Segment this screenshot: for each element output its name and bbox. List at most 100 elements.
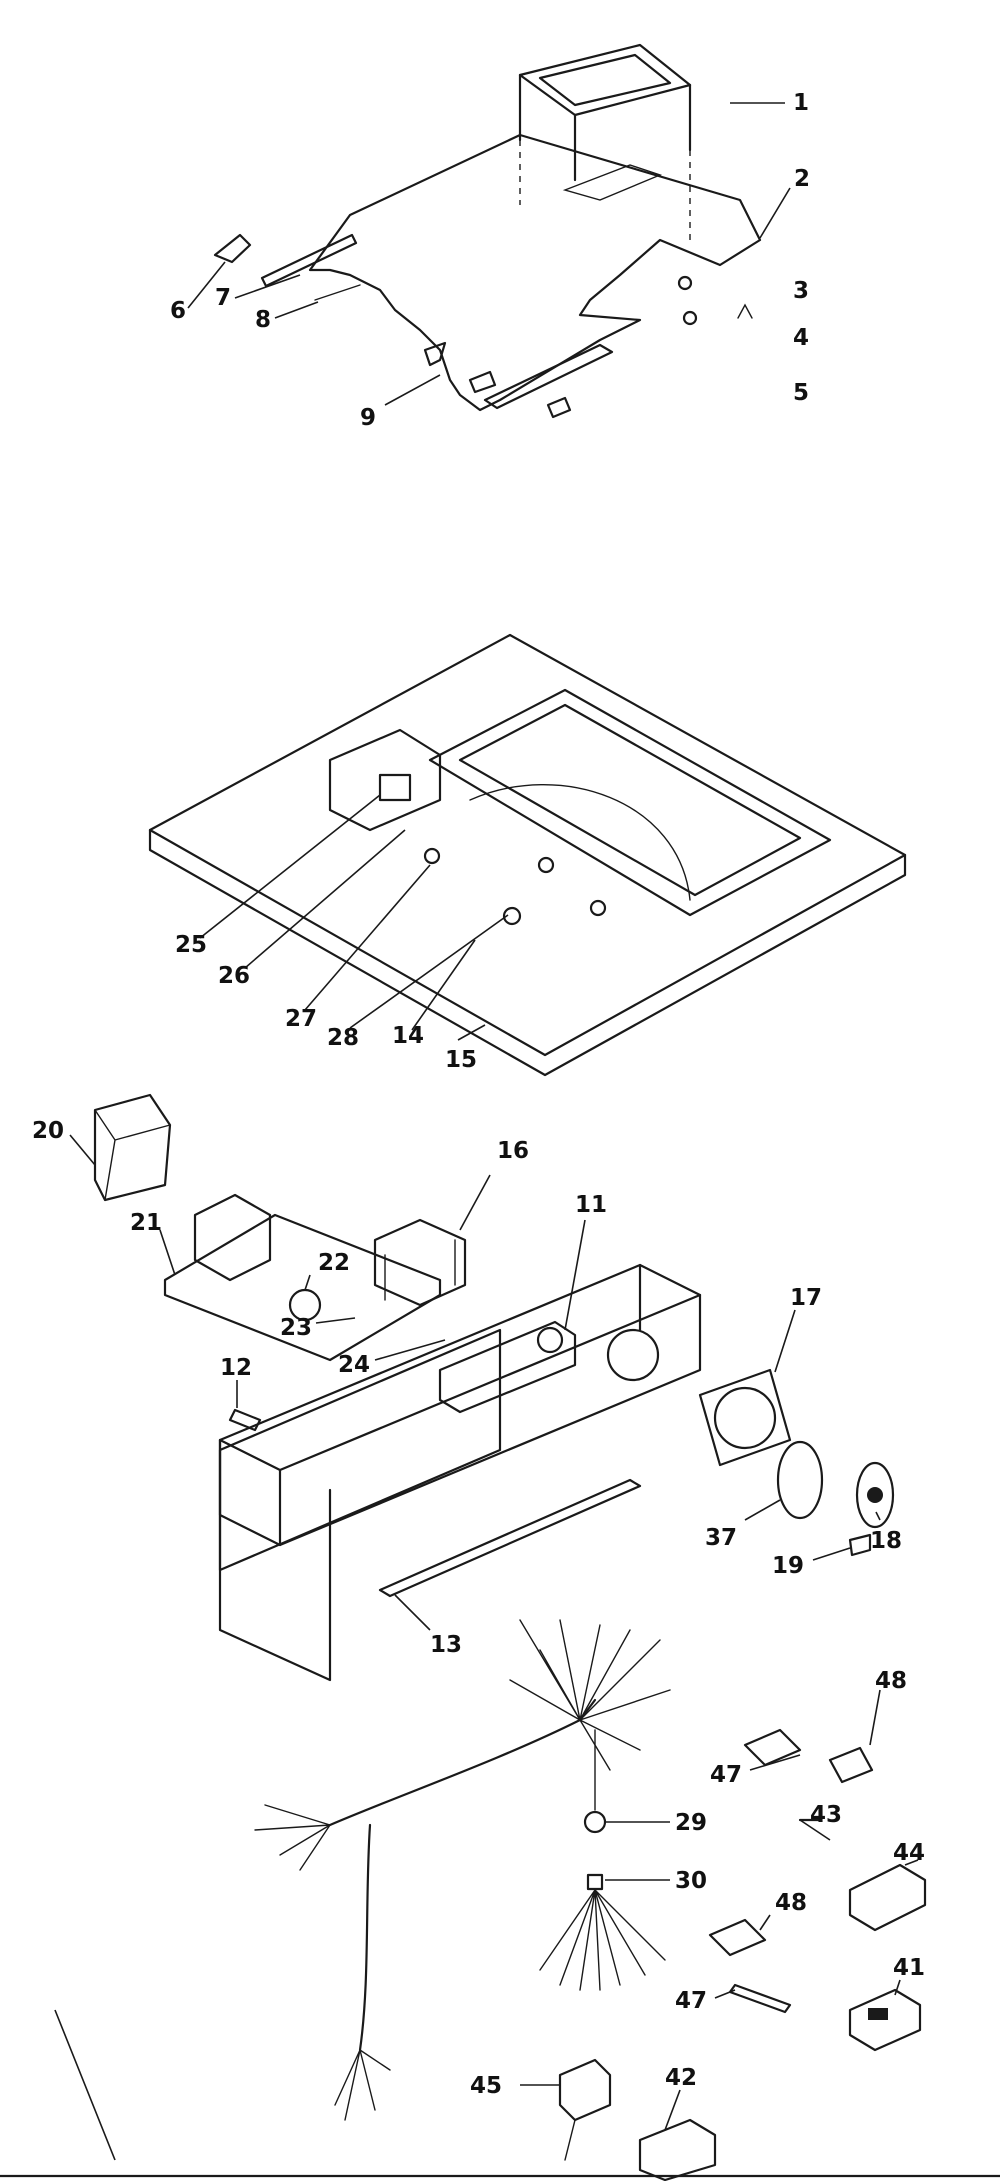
callout-48-lower: 48 [759,1890,807,1931]
part-3-4-hardware [677,275,753,326]
callout-30: 30 [605,1868,707,1894]
callout-24: 24 [338,1339,446,1378]
svg-text:15: 15 [445,1047,477,1073]
callout-41: 41 [893,1955,925,1996]
callout-13: 13 [394,1594,462,1658]
callout-21: 21 [130,1210,176,1276]
svg-text:18: 18 [870,1528,902,1554]
svg-text:29: 29 [675,1810,707,1836]
svg-text:12: 12 [220,1355,252,1381]
svg-text:1: 1 [793,90,809,116]
svg-text:17: 17 [790,1285,822,1311]
callout-7: 7 [215,274,301,311]
callout-3: 3 [793,278,809,304]
svg-text:2: 2 [794,166,810,192]
callout-4: 4 [793,325,809,351]
part-25-control-housing [328,728,442,832]
svg-text:14: 14 [392,1023,424,1049]
callout-44: 44 [893,1840,925,1866]
part-1-cup-dispenser [518,43,692,240]
part-44-switch [848,1863,927,1932]
callout-25: 25 [175,794,381,958]
callout-29: 29 [605,1810,707,1836]
callout-17: 17 [774,1285,822,1373]
callout-5: 5 [793,380,809,406]
part-15-top-cover [148,633,907,1077]
svg-text:48: 48 [775,1890,807,1916]
part-20-cover-box [93,1093,172,1202]
svg-text:37: 37 [705,1525,737,1551]
svg-text:28: 28 [327,1025,359,1051]
part-5-bar [483,343,614,419]
part-47-terminal [728,1983,792,2014]
callout-2: 2 [759,166,810,239]
svg-text:21: 21 [130,1210,162,1236]
callout-20: 20 [32,1118,96,1166]
callout-48: 48 [869,1668,907,1746]
callout-47-lower: 47 [675,1988,736,2014]
svg-text:43: 43 [810,1802,842,1828]
svg-text:9: 9 [360,405,376,431]
callout-18: 18 [870,1511,902,1554]
scan-edge-lines [0,2009,1000,2178]
callout-22: 22 [304,1250,350,1291]
svg-text:25: 25 [175,932,207,958]
svg-text:11: 11 [575,1192,607,1218]
svg-text:47: 47 [710,1762,742,1788]
svg-text:20: 20 [32,1118,64,1144]
svg-text:44: 44 [893,1840,925,1866]
svg-text:47: 47 [675,1988,707,2014]
callout-37: 37 [705,1499,781,1551]
callout-8: 8 [255,301,319,333]
svg-text:24: 24 [338,1352,370,1378]
callout-16: 16 [459,1138,529,1231]
svg-text:6: 6 [170,298,186,324]
callout-12: 12 [220,1355,252,1408]
callout-9: 9 [360,374,441,431]
part-13-front-panel [218,1328,642,1682]
svg-text:19: 19 [772,1553,804,1579]
svg-text:8: 8 [255,307,271,333]
callout-1: 1 [730,90,809,116]
callout-27: 27 [285,864,431,1032]
part-12-screw [228,1408,262,1432]
svg-text:7: 7 [215,285,231,311]
callout-15: 15 [445,1024,486,1073]
svg-text:26: 26 [218,963,250,989]
svg-text:13: 13 [430,1632,462,1658]
part-2-top-plate [308,133,762,412]
svg-text:16: 16 [497,1138,529,1164]
svg-text:27: 27 [285,1006,317,1032]
callout-6: 6 [170,261,226,324]
part-42-box [638,2118,717,2181]
callout-23: 23 [280,1315,356,1341]
callout-28: 28 [327,914,509,1051]
callout-42: 42 [664,2065,697,2131]
callout-47: 47 [710,1754,801,1788]
callout-45: 45 [470,2073,560,2099]
part-11-cabinet-shell [218,1263,702,1547]
svg-text:30: 30 [675,1868,707,1894]
parts-43-48-connectors [708,1728,874,1957]
part-8-spring [314,284,361,301]
svg-text:41: 41 [893,1955,925,1981]
parts-14-26-28-knobs [423,847,607,926]
parts-17-37-18-motor [698,1368,895,1557]
callout-14: 14 [392,939,476,1049]
callout-43: 43 [799,1802,842,1841]
svg-text:48: 48 [875,1668,907,1694]
part-45-relay [558,2058,612,2161]
callout-26: 26 [218,829,406,989]
svg-text:42: 42 [665,2065,697,2091]
svg-text:22: 22 [318,1250,350,1276]
svg-text:45: 45 [470,2073,502,2099]
wiring-harness [254,1619,671,2121]
callout-19: 19 [772,1547,851,1579]
part-9-bracket [423,341,497,394]
part-41-block [848,1988,922,2052]
callout-11: 11 [564,1192,607,1331]
part-7-strip [260,233,358,288]
part-16-bracket [373,1218,467,1307]
part-6-clip [213,233,252,264]
